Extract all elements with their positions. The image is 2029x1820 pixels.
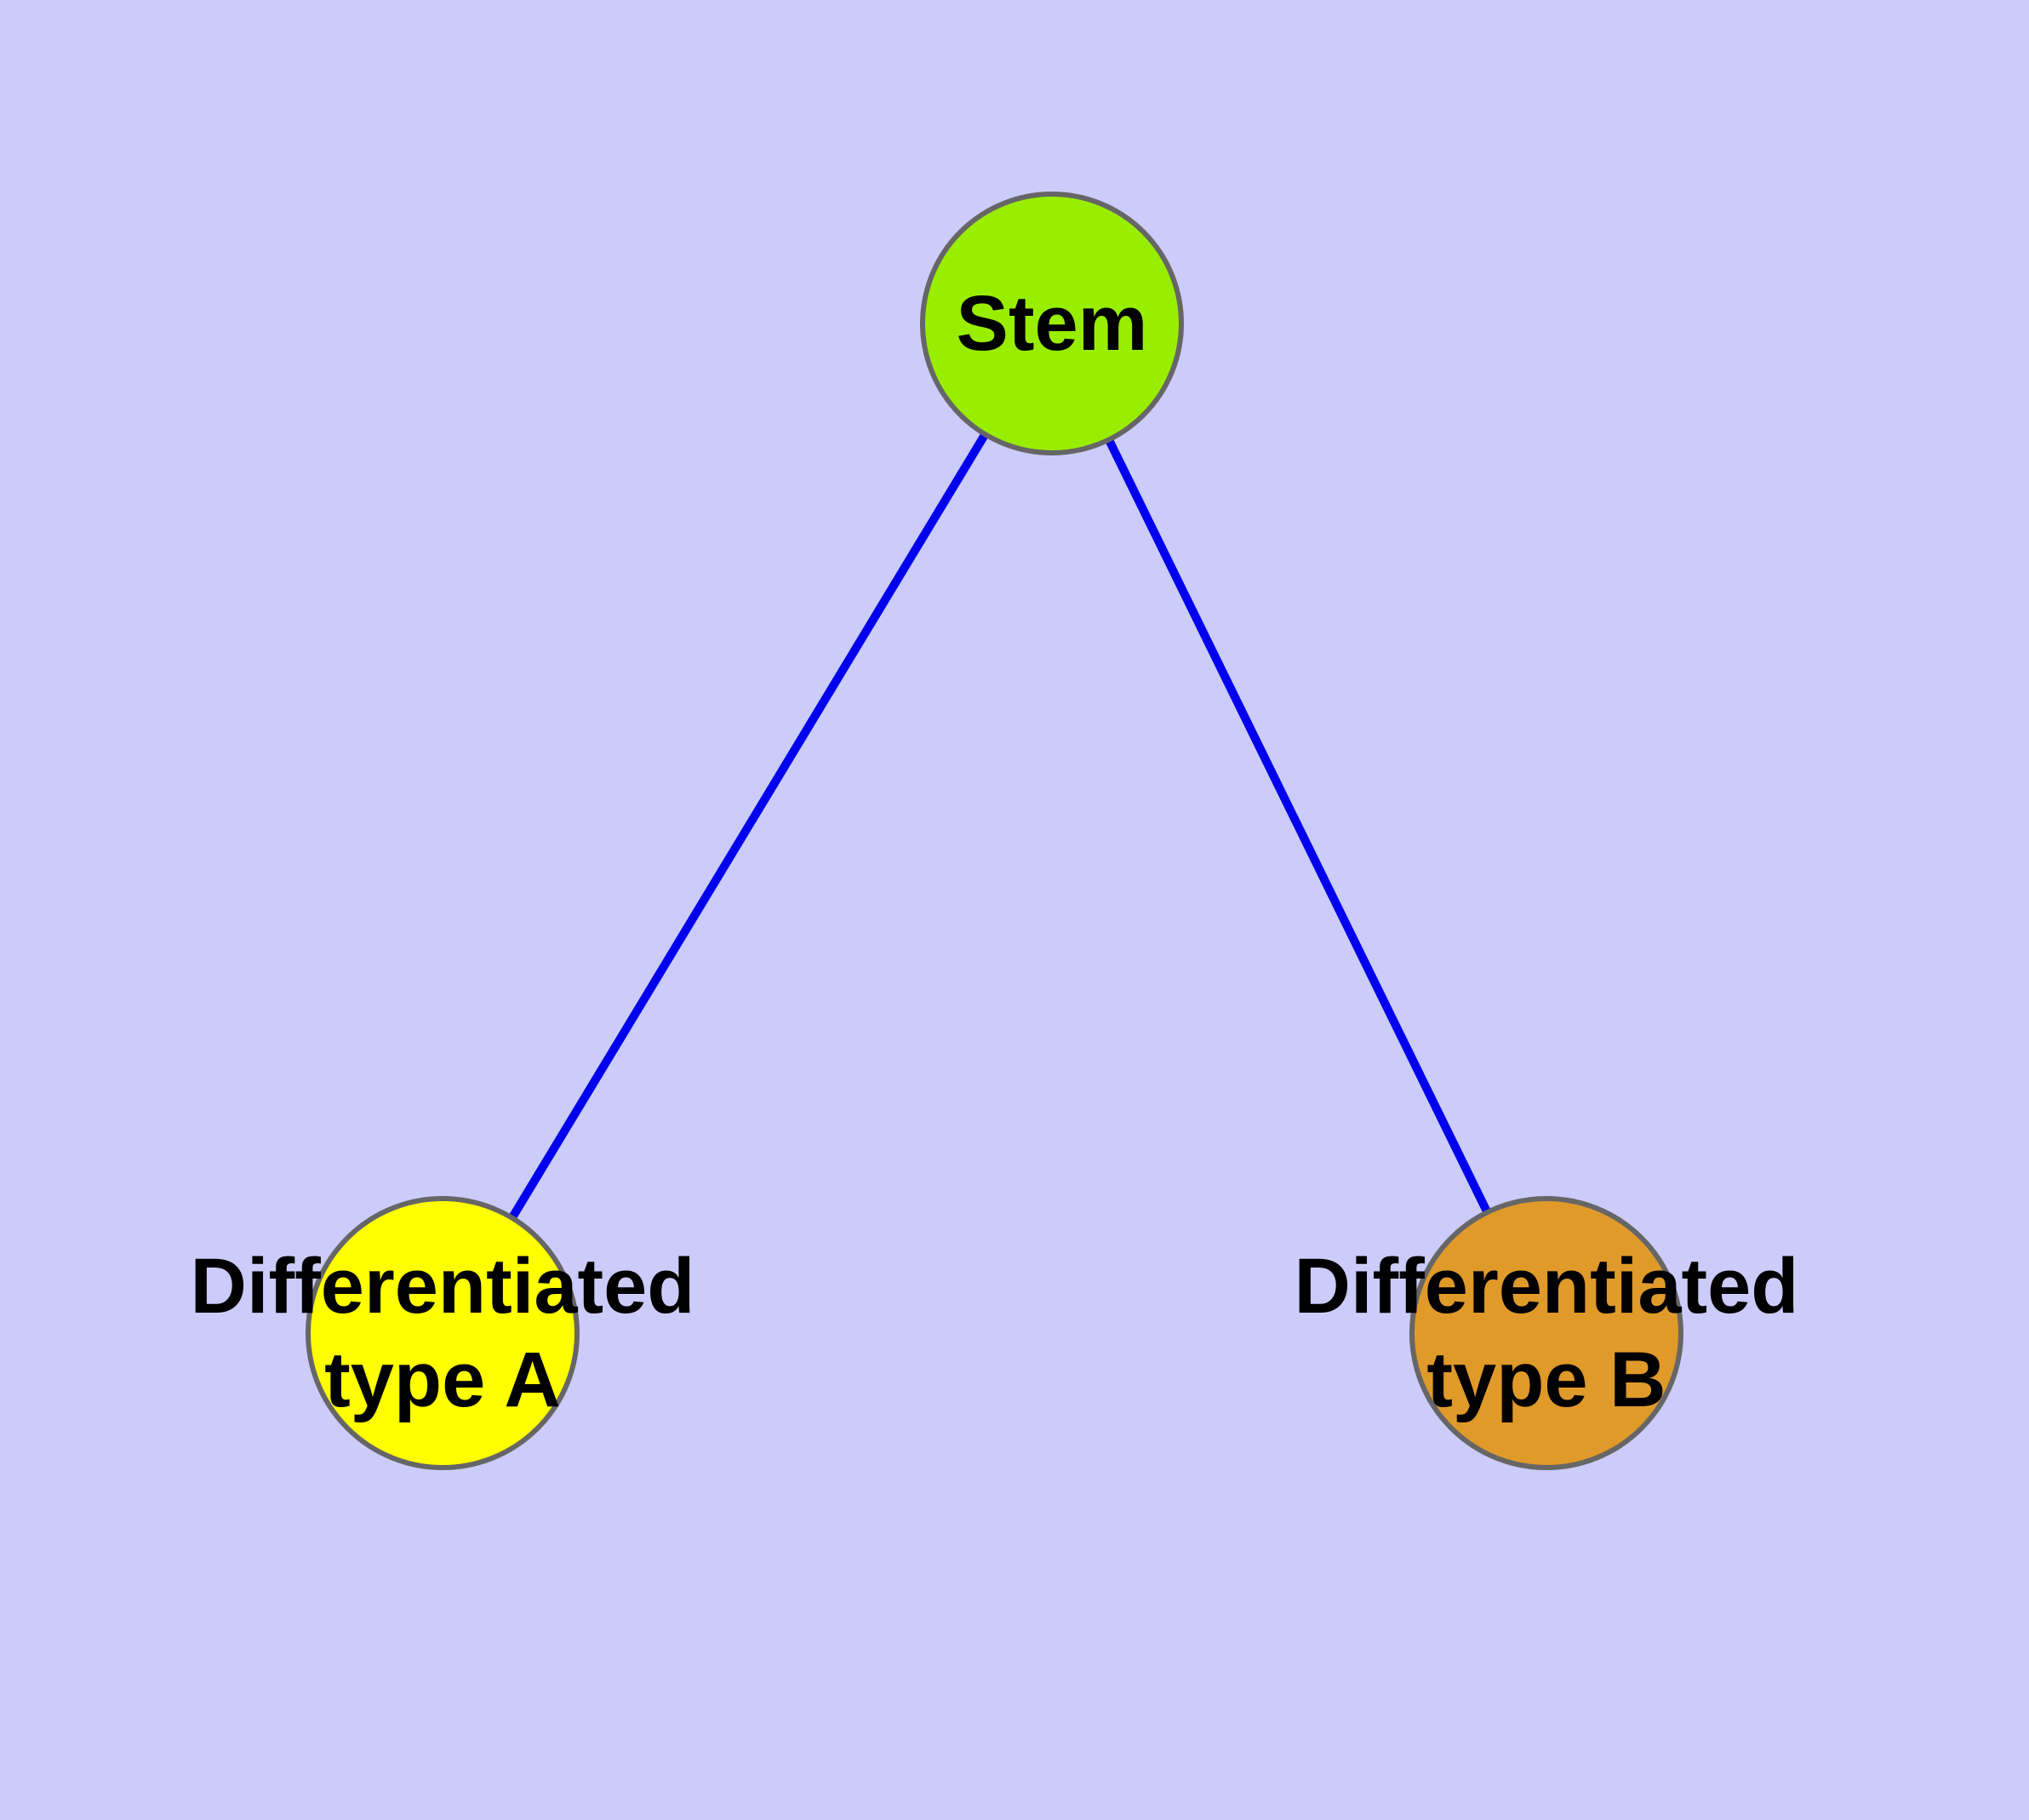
node-diff-a-label-line2: type A — [324, 1336, 561, 1423]
edge-stem-to-diff-a[interactable] — [438, 321, 1056, 1336]
node-stem[interactable]: Stem — [920, 192, 1184, 455]
edge-stem-to-diff-b[interactable] — [1048, 321, 1551, 1336]
nodes-layer: Stem Differentiated type A Differentiate… — [191, 192, 1799, 1470]
node-diff-b-label-line2: type B — [1426, 1336, 1666, 1423]
node-diff-b-label-line1: Differentiated — [1295, 1243, 1799, 1330]
edges-layer — [438, 321, 1551, 1336]
node-stem-label: Stem — [957, 280, 1148, 367]
node-diff-a-circle[interactable] — [306, 1196, 580, 1470]
node-diff-b-circle[interactable] — [1409, 1196, 1683, 1470]
node-diff-a[interactable]: Differentiated type A — [191, 1196, 695, 1470]
node-diff-b[interactable]: Differentiated type B — [1295, 1196, 1799, 1470]
node-diff-a-label-line1: Differentiated — [191, 1243, 695, 1330]
node-stem-circle[interactable] — [920, 192, 1184, 455]
